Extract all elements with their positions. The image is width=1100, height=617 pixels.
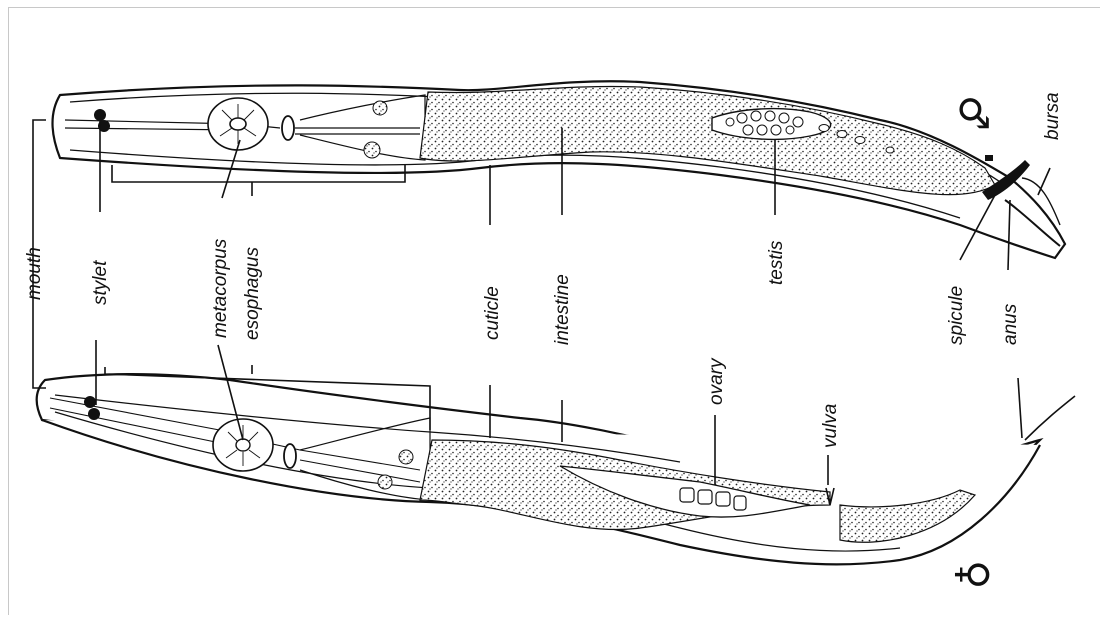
label-anus: anus [1000, 303, 1021, 345]
label-cuticle: cuticle [482, 286, 503, 340]
label-testis: testis [766, 240, 787, 285]
label-spicule: spicule [946, 286, 967, 345]
male-nematode [53, 81, 1066, 258]
label-vulva: vulva [820, 404, 841, 448]
female-nematode [37, 374, 1075, 564]
male-stylet-knob [94, 109, 106, 121]
label-intestine: intestine [552, 274, 573, 345]
label-mouth: mouth [24, 247, 45, 300]
female-symbol: ♀ [950, 560, 996, 589]
label-esophagus: esophagus [242, 247, 263, 340]
label-stylet: stylet [90, 260, 111, 305]
male-symbol: ♂ [950, 95, 996, 131]
label-ovary: ovary [706, 357, 727, 405]
male-intestine [420, 86, 995, 194]
label-bursa: bursa [1042, 92, 1063, 140]
label-metacorpus: metacorpus [210, 238, 231, 338]
